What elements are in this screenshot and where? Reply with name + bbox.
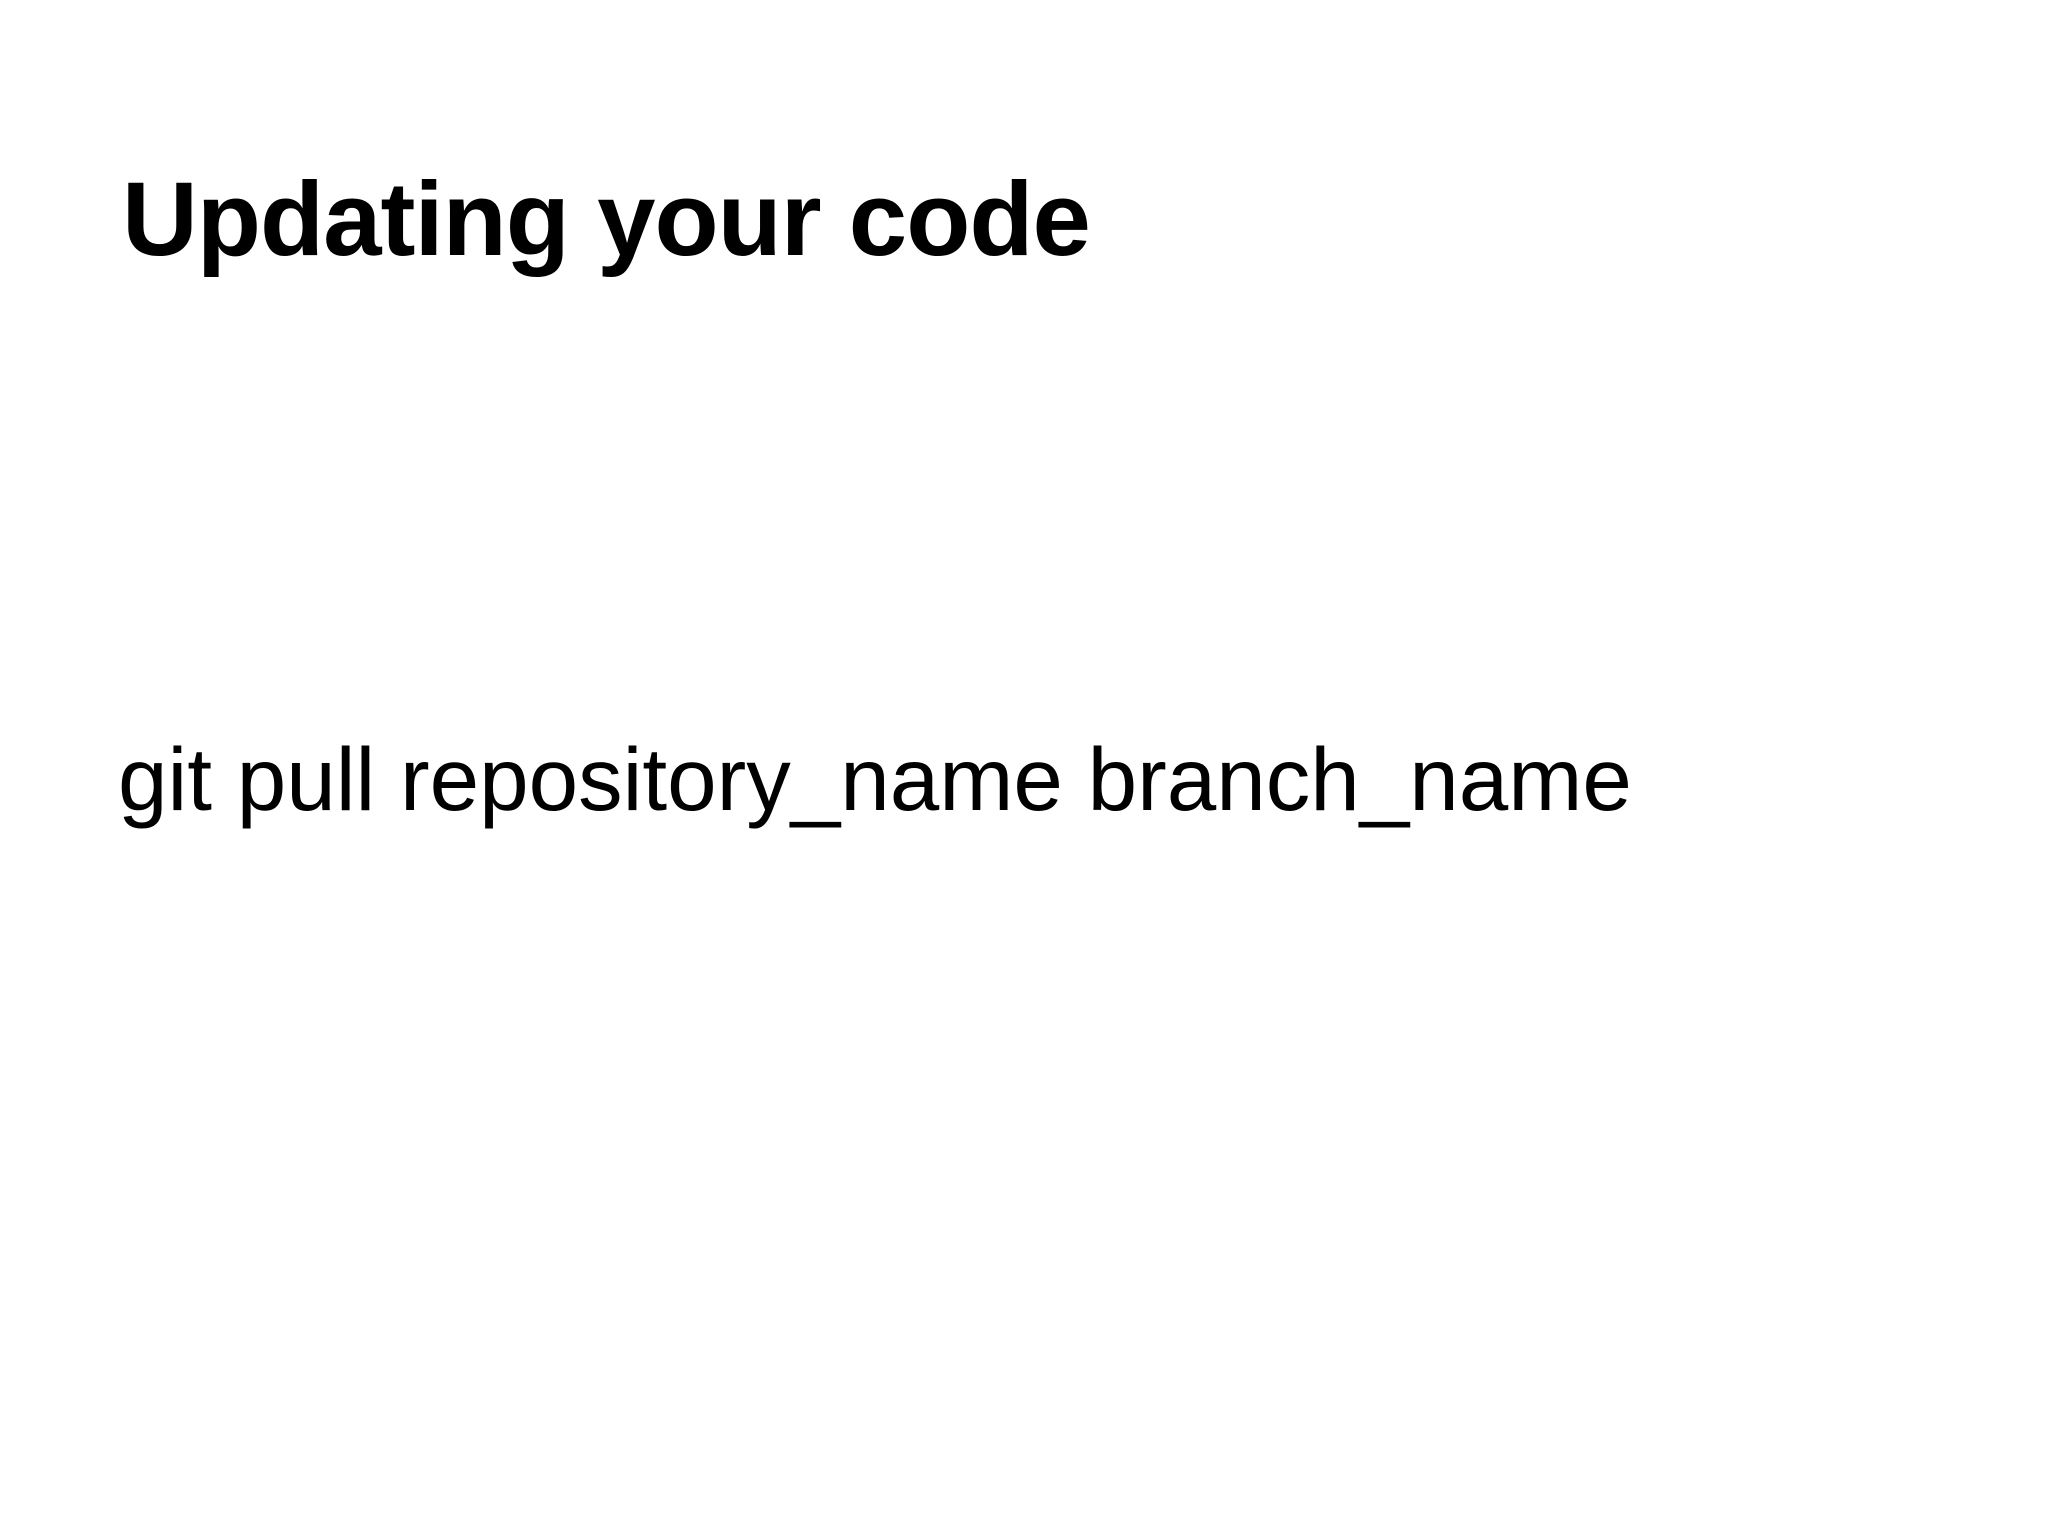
slide-title: Updating your code (122, 161, 1091, 278)
git-pull-command-text: git pull repository_name branch_name (118, 729, 1632, 829)
